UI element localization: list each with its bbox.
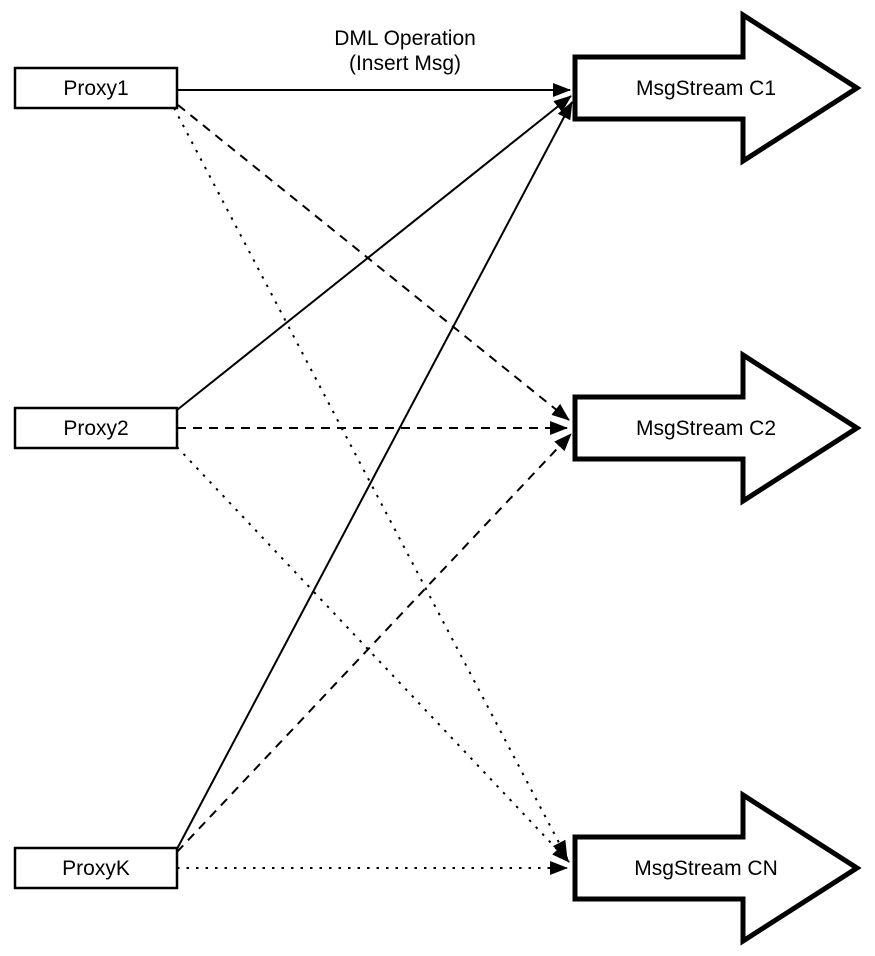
msgstream-cn-node: MsgStream CN <box>572 790 862 946</box>
edge-proxy1-msgstream-c2 <box>177 104 570 421</box>
proxy2-box <box>13 406 179 450</box>
msgstream-c1-block-arrow-icon <box>572 10 862 166</box>
proxy1-box <box>13 66 179 110</box>
edge-proxy2-msgstream-cn <box>176 446 570 863</box>
proxyk-label: ProxyK <box>62 857 130 880</box>
dml-operation-label-line2: (Insert Msg) <box>349 52 461 75</box>
msgstream-c2-label: MsgStream C2 <box>636 417 776 440</box>
msgstream-cn-label: MsgStream CN <box>634 857 778 880</box>
edge-proxyk-msgstream-c1 <box>176 101 573 850</box>
msgstream-c1-node: MsgStream C1 <box>572 10 862 166</box>
msgstream-c2-block-arrow-icon <box>572 350 862 506</box>
edge-proxy2-msgstream-c1 <box>176 95 572 411</box>
proxy2-label: Proxy2 <box>63 417 128 440</box>
edge-proxyk-msgstream-c2 <box>176 433 572 853</box>
msgstream-c1-label: MsgStream C1 <box>636 77 776 100</box>
proxyk-node: ProxyK <box>13 846 179 890</box>
msgstream-c2-node: MsgStream C2 <box>572 350 862 506</box>
proxy1-label: Proxy1 <box>63 77 128 100</box>
dml-operation-label-line1: DML Operation <box>334 27 476 50</box>
msgstream-cn-block-arrow-icon <box>572 790 862 946</box>
proxy1-node: Proxy1 <box>13 66 179 110</box>
proxy2-node: Proxy2 <box>13 406 179 450</box>
proxyk-box <box>13 846 179 890</box>
